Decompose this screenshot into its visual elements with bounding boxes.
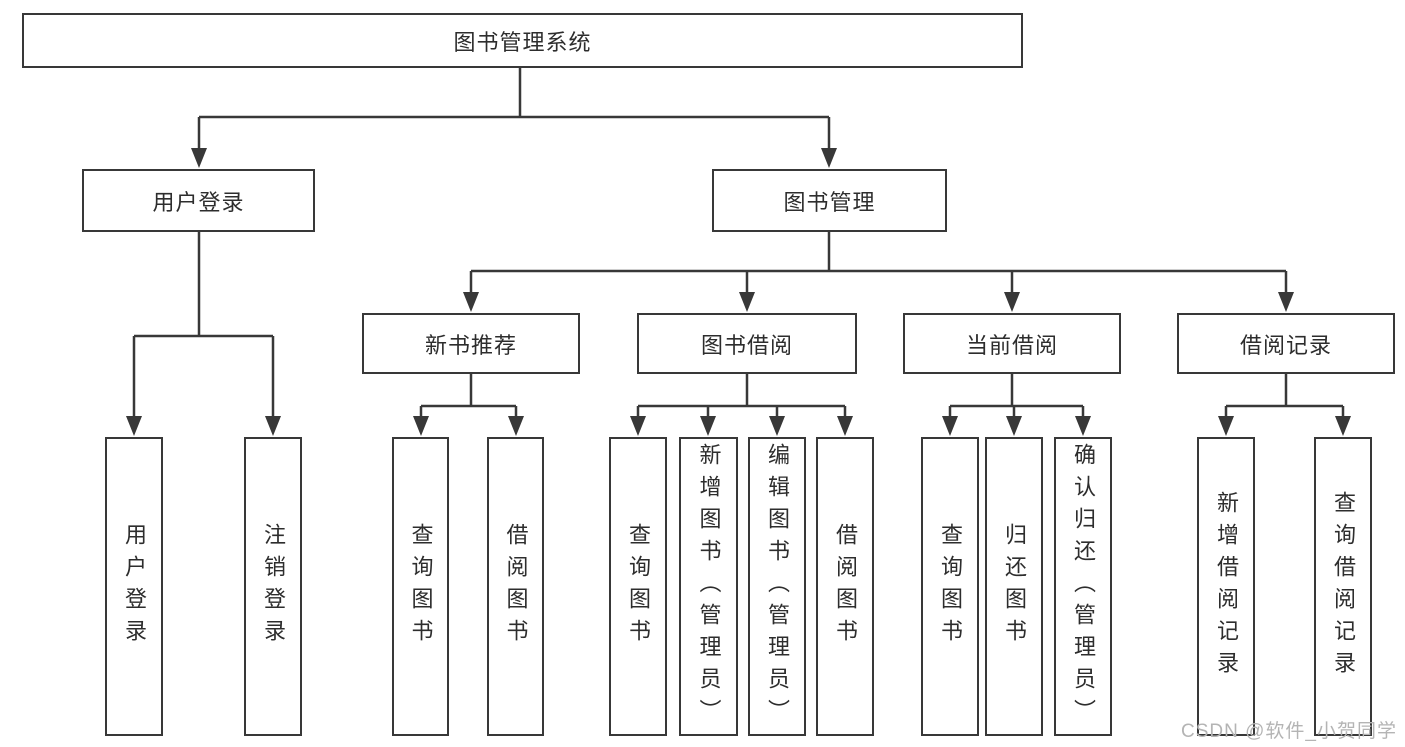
arrowhead-icon <box>821 148 837 168</box>
arrowhead-icon <box>630 416 646 436</box>
leaf-query-books-current: 查询图书 <box>921 437 979 736</box>
node-library-management-system: 图书管理系统 <box>22 13 1023 68</box>
leaf-label: 确认归还（管理员） <box>1071 442 1096 731</box>
leaf-add-borrow-record: 新增借阅记录 <box>1197 437 1255 736</box>
leaf-user-login: 用户登录 <box>105 437 163 736</box>
leaf-label: 查询图书 <box>938 522 963 651</box>
leaf-label: 用户登录 <box>122 522 147 651</box>
leaf-label: 查询借阅记录 <box>1331 490 1356 683</box>
arrowhead-icon <box>837 416 853 436</box>
leaf-label: 编辑图书（管理员） <box>765 442 790 731</box>
arrowhead-icon <box>1004 292 1020 312</box>
leaf-label: 借阅图书 <box>833 522 858 651</box>
arrowhead-icon <box>463 292 479 312</box>
arrowhead-icon <box>191 148 207 168</box>
leaf-add-book-admin: 新增图书（管理员） <box>679 437 738 736</box>
arrowhead-icon <box>126 416 142 436</box>
node-current-borrowing: 当前借阅 <box>903 313 1121 374</box>
leaf-return-books: 归还图书 <box>985 437 1043 736</box>
arrowhead-icon <box>1278 292 1294 312</box>
leaf-label: 新增图书（管理员） <box>696 442 722 731</box>
leaf-borrow-books-borrowing: 借阅图书 <box>816 437 874 736</box>
arrowhead-icon <box>265 416 281 436</box>
leaf-query-books-recommend: 查询图书 <box>392 437 449 736</box>
node-borrowing-records: 借阅记录 <box>1177 313 1395 374</box>
leaf-edit-book-admin: 编辑图书（管理员） <box>748 437 806 736</box>
arrowhead-icon <box>1006 416 1022 436</box>
arrowhead-icon <box>942 416 958 436</box>
arrowhead-icon <box>1218 416 1234 436</box>
leaf-label: 查询图书 <box>626 522 651 651</box>
leaf-label: 借阅图书 <box>503 522 529 651</box>
leaf-label: 归还图书 <box>1002 522 1027 651</box>
arrowhead-icon <box>1075 416 1091 436</box>
leaf-borrow-books-recommend: 借阅图书 <box>487 437 544 736</box>
leaf-confirm-return-admin: 确认归还（管理员） <box>1054 437 1112 736</box>
node-book-borrowing: 图书借阅 <box>637 313 857 374</box>
arrowhead-icon <box>769 416 785 436</box>
tree-lines <box>132 68 1345 418</box>
leaf-logout: 注销登录 <box>244 437 302 736</box>
leaf-query-borrow-record: 查询借阅记录 <box>1314 437 1372 736</box>
leaf-label: 查询图书 <box>408 522 434 651</box>
leaf-label: 新增借阅记录 <box>1214 490 1239 683</box>
leaf-label: 注销登录 <box>261 522 286 651</box>
node-new-book-recommend: 新书推荐 <box>362 313 580 374</box>
csdn-watermark: CSDN @软件_小贺同学 <box>1181 721 1397 742</box>
arrowhead-icon <box>508 416 524 436</box>
leaf-query-books-borrowing: 查询图书 <box>609 437 667 736</box>
node-user-login: 用户登录 <box>82 169 315 232</box>
arrowhead-icon <box>1335 416 1351 436</box>
arrowhead-icon <box>700 416 716 436</box>
arrowhead-icons <box>126 148 1351 436</box>
arrowhead-icon <box>739 292 755 312</box>
node-book-management: 图书管理 <box>712 169 947 232</box>
arrowhead-icon <box>413 416 429 436</box>
